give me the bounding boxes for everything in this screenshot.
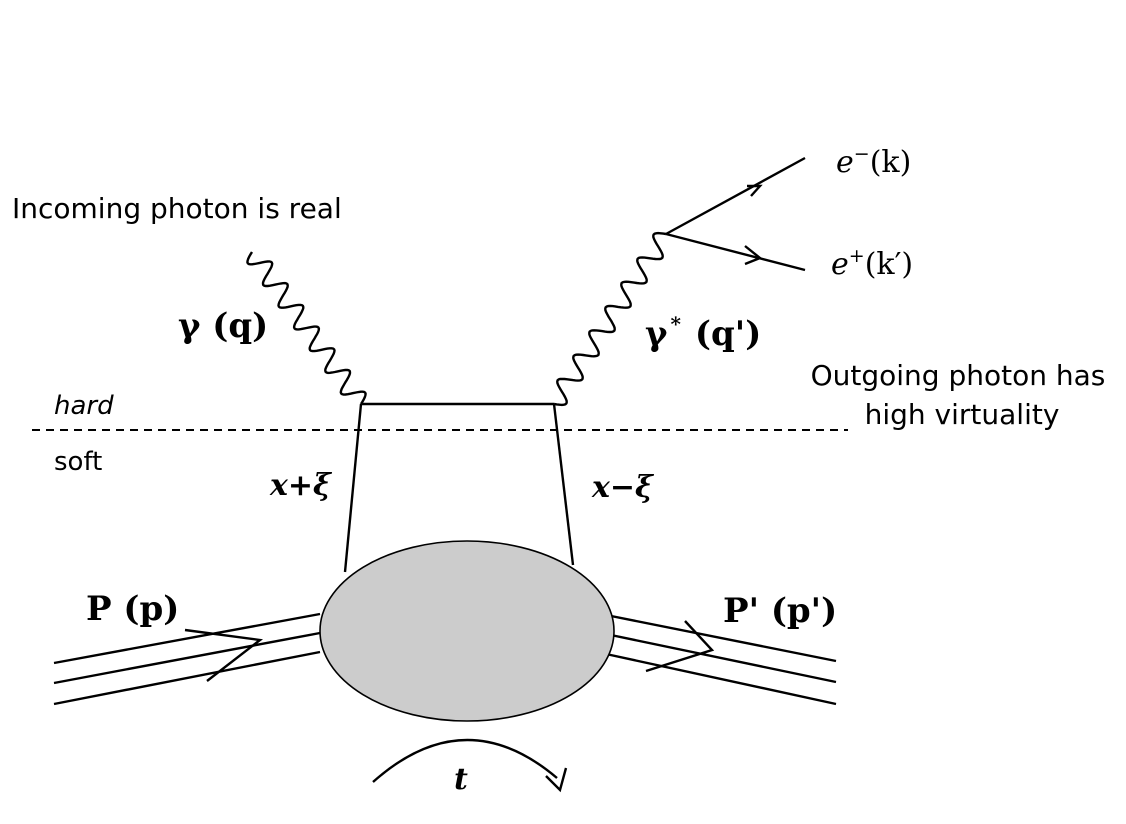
incoming-proton-lines bbox=[53, 612, 321, 706]
electron-label: e−(k) bbox=[836, 143, 911, 180]
incoming-photon-line bbox=[246, 251, 367, 405]
right-parton-fraction-label: x−ξ bbox=[591, 470, 655, 505]
left-parton-line bbox=[343, 403, 363, 573]
hard-region-label: hard bbox=[54, 391, 114, 421]
positron-label: e+(k′) bbox=[831, 245, 913, 282]
incoming-proton-arrow-icon bbox=[184, 628, 264, 682]
outgoing-photon-note-line1: Outgoing photon has bbox=[811, 359, 1106, 392]
positron-line bbox=[665, 232, 806, 272]
incoming-photon-note: Incoming photon is real bbox=[12, 192, 342, 225]
soft-region-label: soft bbox=[54, 447, 102, 477]
incoming-proton-label: P (p) bbox=[86, 589, 179, 629]
outgoing-photon-note-line2: high virtuality bbox=[865, 398, 1060, 431]
outgoing-photon-line bbox=[553, 231, 667, 407]
incoming-photon-label: γ (q) bbox=[178, 306, 268, 346]
left-parton-fraction-label: x+ξ bbox=[269, 468, 333, 503]
outgoing-photon-label: γ*(q') bbox=[645, 312, 761, 354]
electron-line bbox=[665, 156, 806, 236]
outgoing-proton-arrow-icon bbox=[645, 620, 715, 673]
momentum-transfer-arrow-icon bbox=[545, 767, 568, 793]
outgoing-proton-label: P' (p') bbox=[723, 591, 837, 631]
gpd-blob bbox=[319, 540, 615, 722]
positron-arrow-icon bbox=[744, 245, 763, 266]
momentum-transfer-arc bbox=[372, 738, 558, 783]
momentum-transfer-label: t bbox=[454, 762, 468, 797]
right-parton-line bbox=[552, 403, 575, 566]
outgoing-proton-lines bbox=[605, 613, 837, 706]
electron-arrow-icon bbox=[747, 184, 763, 197]
